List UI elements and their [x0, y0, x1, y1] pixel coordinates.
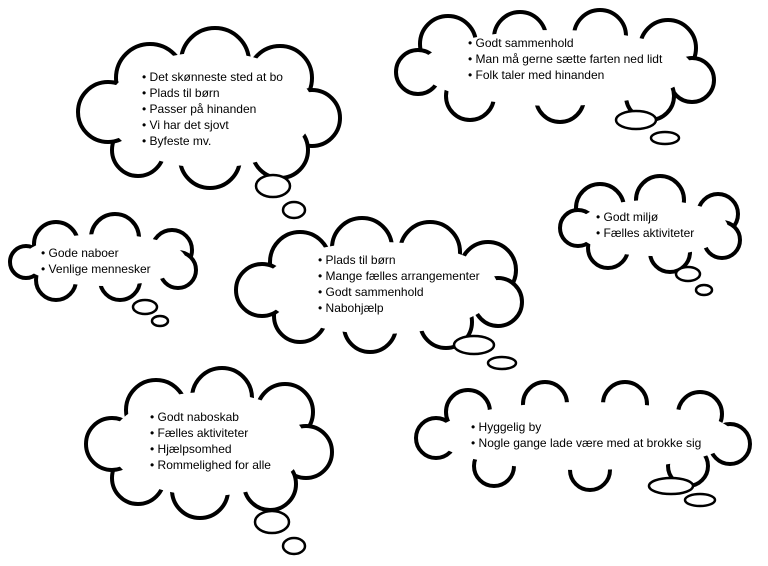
thought-item: Plads til børn — [142, 85, 283, 101]
thought-item: Passer på hinanden — [142, 101, 283, 117]
thought-item: Godt miljø — [596, 209, 694, 225]
thought-item: Mange fælles arrangementer — [318, 268, 480, 284]
thought-item: Fælles aktiviteter — [596, 225, 695, 241]
thought-item: Godt sammenhold — [318, 284, 480, 300]
thought-cloud-1-text: Det skønneste sted at bo Plads til børn … — [142, 69, 283, 149]
thought-item: Man må gerne sætte farten ned lidt — [468, 51, 663, 67]
thought-item: Nabohjælp — [318, 300, 480, 316]
thought-cloud-2-text: Godt sammenhold Man må gerne sætte farte… — [468, 35, 663, 83]
thought-item: Godt naboskab — [150, 409, 271, 425]
thought-trail-bubble — [486, 355, 518, 371]
thought-item: Det skønneste sted at bo — [142, 69, 283, 85]
thought-item: Godt sammenhold — [468, 35, 662, 51]
thought-trail-bubble — [614, 109, 658, 131]
thought-item: Plads til børn — [318, 252, 480, 268]
thought-trail-bubble — [649, 130, 681, 146]
thought-item: Gode naboer — [41, 245, 151, 261]
thought-item: Nogle gange lade være med at brokke sig — [471, 435, 702, 451]
thought-trail-bubble — [131, 298, 159, 316]
thought-trail-bubble — [281, 200, 307, 220]
thought-item: Hjælpsomhed — [150, 441, 271, 457]
thought-cloud-3-text: Godt miljø Fælles aktiviteter — [596, 209, 695, 241]
thought-item: Venlige mennesker — [41, 261, 151, 277]
thought-trail-bubble — [694, 283, 714, 297]
thought-trail-bubble — [452, 334, 496, 356]
thought-trail-bubble — [674, 265, 702, 283]
thought-item: Rommelighed for alle — [150, 457, 271, 473]
thought-trail-bubble — [647, 476, 695, 496]
thought-cloud-4-text: Gode naboer Venlige mennesker — [41, 245, 151, 277]
thought-item: Byfeste mv. — [142, 133, 283, 149]
thought-trail-bubble — [150, 314, 170, 328]
thought-trail-bubble — [253, 509, 291, 535]
thought-cloud-6-text: Godt naboskab Fælles aktiviteter Hjælpso… — [150, 409, 271, 473]
thought-cloud-5-text: Plads til børn Mange fælles arrangemente… — [318, 252, 480, 316]
thought-trail-bubble — [683, 492, 717, 508]
thought-item: Hyggelig by — [471, 419, 701, 435]
thought-item: Fælles aktiviteter — [150, 425, 271, 441]
thought-item: Vi har det sjovt — [142, 117, 283, 133]
thought-item: Folk taler med hinanden — [468, 67, 662, 83]
thought-trail-bubble — [281, 536, 307, 556]
thought-trail-bubble — [254, 173, 292, 199]
thought-cloud-7-text: Hyggelig by Nogle gange lade være med at… — [471, 419, 702, 451]
